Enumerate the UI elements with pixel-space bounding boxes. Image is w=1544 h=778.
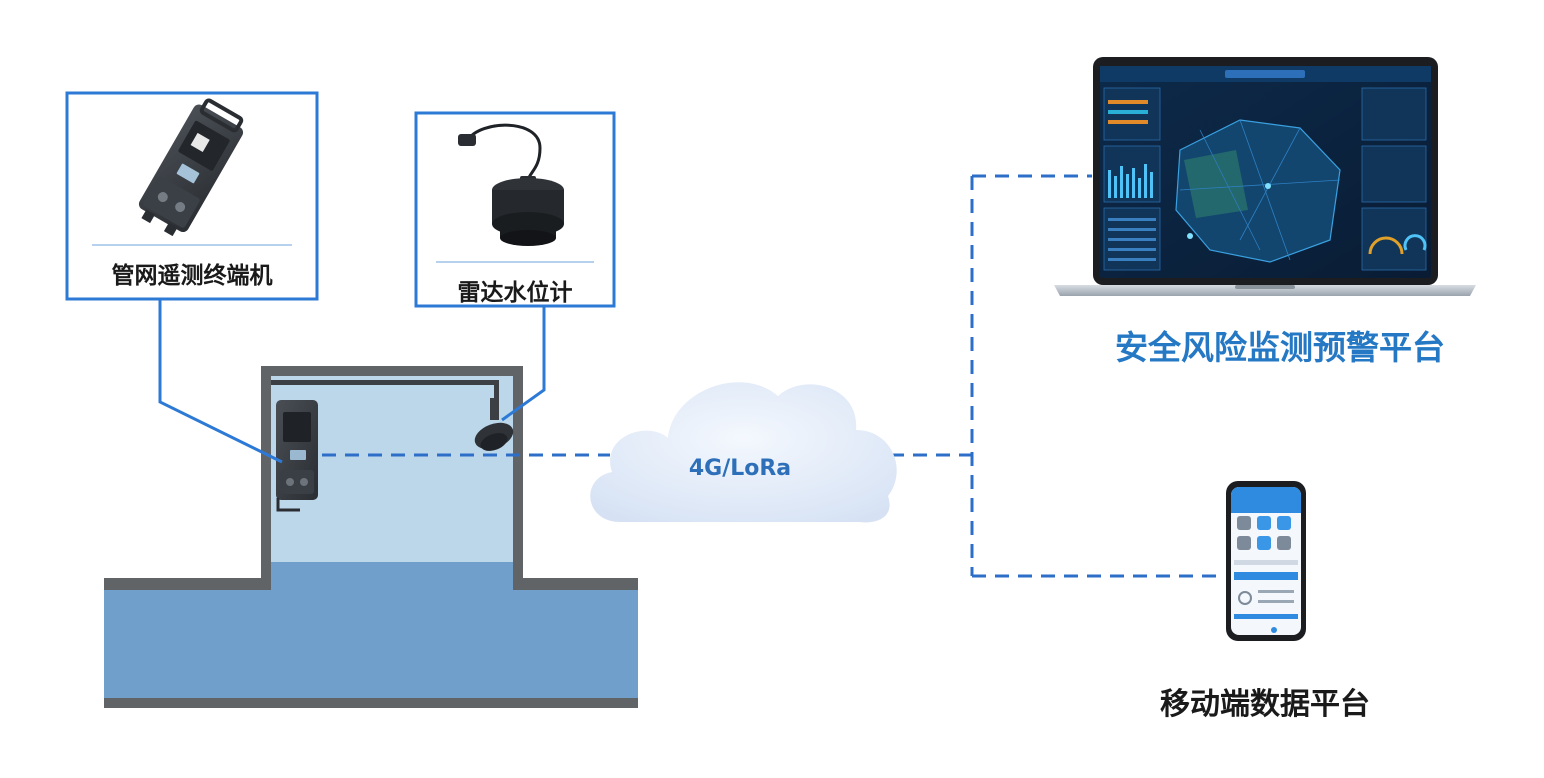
cloud-network xyxy=(590,382,897,523)
shaft-lid xyxy=(261,366,523,376)
channel-water xyxy=(104,588,638,700)
radar-product-image xyxy=(458,123,564,246)
water-tank xyxy=(104,366,638,708)
shaft-right-wall xyxy=(513,368,523,590)
web-platform-label: 安全风险监测预警平台 xyxy=(1115,328,1445,367)
radar-label: 雷达水位计 xyxy=(457,280,573,306)
shaft-water-lower xyxy=(271,560,513,590)
terminal-card xyxy=(65,91,319,301)
channel-top-wall-left xyxy=(104,578,271,590)
terminal-leader-line xyxy=(158,300,283,464)
shaft-left-wall xyxy=(261,368,271,590)
mobile-platform-label: 移动端数据平台 xyxy=(1160,687,1370,722)
terminal-device-installed xyxy=(276,400,318,512)
radar-card xyxy=(414,111,616,308)
phone-app-grid xyxy=(1237,516,1291,550)
network-label: 4G/LoRa xyxy=(688,456,792,481)
radar-leader-line xyxy=(501,306,546,422)
dashed-connections xyxy=(322,174,1218,578)
radar-device-installed xyxy=(474,398,514,451)
laptop-device xyxy=(1054,57,1476,296)
mounting-bar xyxy=(271,380,499,385)
phone-device xyxy=(1226,481,1306,641)
channel-top-wall-right xyxy=(513,578,638,590)
channel-bottom-wall xyxy=(104,698,638,708)
terminal-label: 管网遥测终端机 xyxy=(111,263,273,289)
terminal-product-image xyxy=(138,98,244,237)
